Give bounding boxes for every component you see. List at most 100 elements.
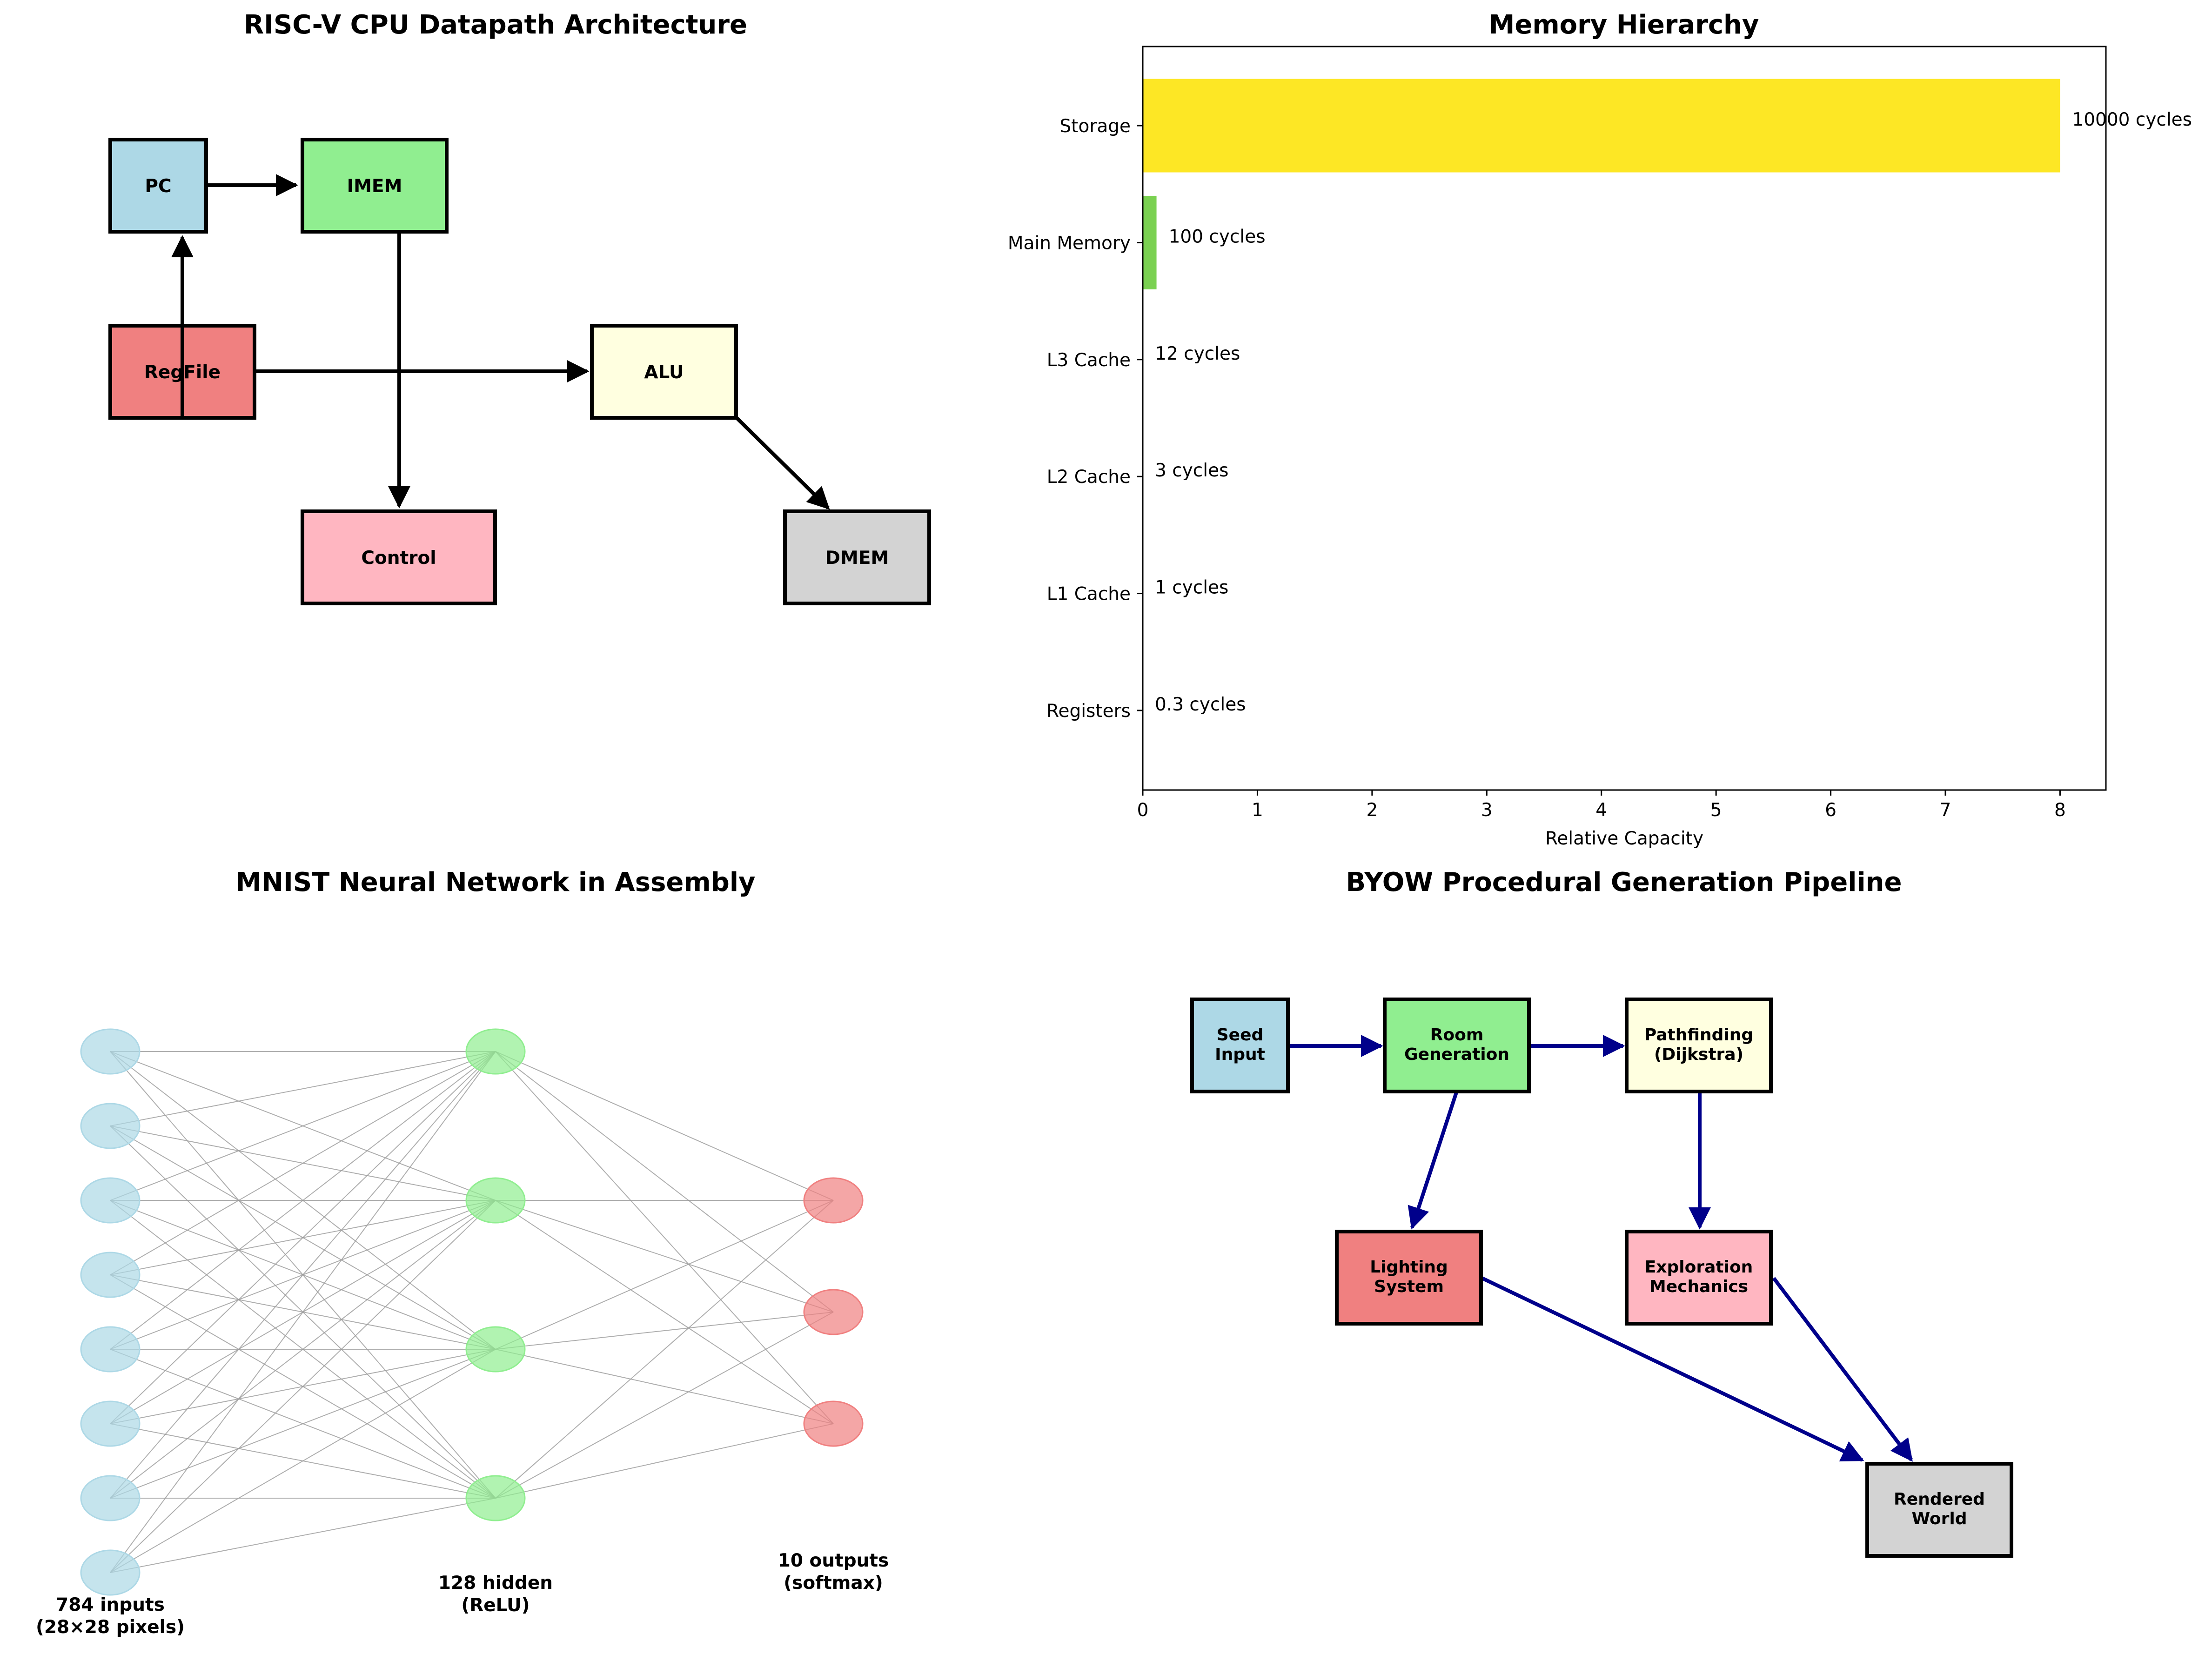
hidden-neuron [465,1326,526,1373]
y-tick-label: Storage [1059,116,1131,137]
bar-main-memory [1143,195,1157,289]
lighting-label: Lighting [1370,1258,1448,1277]
neural-network-title: MNIST Neural Network in Assembly [235,867,755,897]
input-neuron [80,1028,141,1075]
path-label: Pathfinding [1644,1025,1753,1045]
input-neuron [80,1252,141,1298]
y-tick-label: L1 Cache [1047,584,1131,605]
nn-connection [495,1051,834,1313]
alu-block: ALU [590,324,738,420]
nn-connection [495,1200,834,1499]
x-tick-label: 3 [1481,800,1493,821]
x-tick-label: 5 [1710,800,1722,821]
path-sublabel: (Dijkstra) [1654,1045,1743,1064]
arrow-alu-to-dmem [734,415,830,510]
nn-connection [110,1349,496,1499]
arrow-lighting-to-render [1481,1276,1864,1462]
dmem-block: DMEM [783,509,931,605]
lighting-system-stage: Lighting System [1335,1230,1483,1326]
seed-input-stage: Seed Input [1190,998,1290,1093]
output-neuron [803,1289,864,1335]
control-block: Control [301,509,497,605]
room-generation-stage: Room Generation [1383,998,1531,1093]
data-label: 3 cycles [1155,460,1228,481]
pathfinding-stage: Pathfinding (Dijkstra) [1625,998,1773,1093]
room-label: Room [1430,1025,1484,1045]
render-label: Rendered [1894,1490,1985,1509]
hidden-neuron [465,1475,526,1521]
output-neuron [803,1400,864,1447]
input-neuron [80,1177,141,1224]
lighting-sublabel: System [1374,1277,1444,1296]
memory-hierarchy-chart: Memory Hierarchy Registers L1 Cache L2 Cac… [1008,10,2192,849]
byow-pipeline-panel: BYOW Procedural Generation Pipeline Seed… [1190,867,2013,1558]
seed-sublabel: Input [1215,1045,1265,1064]
x-tick-label: 0 [1137,800,1149,821]
input-neuron [80,1326,141,1373]
nn-connection [495,1200,834,1313]
nn-connection [110,1051,496,1350]
cpu-datapath-title: RISC-V CPU Datapath Architecture [244,10,747,40]
alu-label: ALU [644,362,684,383]
nn-connection [495,1423,834,1499]
bar-storage [1143,79,2060,173]
exploration-label: Exploration [1645,1258,1753,1277]
hidden-neuron [465,1028,526,1075]
nn-connection [495,1200,834,1350]
x-tick-label: 7 [1940,800,1951,821]
plot-frame [1142,46,2107,791]
output-layer-sublabel: (softmax) [784,1573,883,1594]
exploration-mechanics-stage: Exploration Mechanics [1625,1230,1773,1326]
x-tick-label: 1 [1252,800,1263,821]
dmem-label: DMEM [825,548,889,569]
rendered-world-stage: Rendered World [1865,1462,2013,1558]
nn-neurons [80,1028,864,1596]
data-label: 100 cycles [1169,226,1266,247]
y-tick-label: L2 Cache [1047,467,1131,488]
x-tick-label: 4 [1595,800,1607,821]
data-label: 0.3 cycles [1155,694,1246,715]
nn-connection [495,1312,834,1350]
input-neuron [80,1103,141,1149]
pc-block: PC [108,138,208,234]
nn-connection [110,1051,496,1126]
x-tick-label: 6 [1825,800,1837,821]
nn-connection [110,1051,496,1499]
x-ticks: 0 1 2 3 4 5 6 7 8 [1137,790,2066,821]
y-tick-label: L3 Cache [1047,350,1131,371]
nn-connection [110,1498,496,1573]
output-layer-label: 10 outputs [778,1550,889,1571]
nn-connection [495,1051,834,1424]
neural-network-panel: MNIST Neural Network in Assembly 784 inp… [36,867,889,1638]
data-label: 1 cycles [1155,577,1228,598]
byow-pipeline-title: BYOW Procedural Generation Pipeline [1346,867,1902,897]
x-tick-label: 2 [1366,800,1378,821]
output-neuron [803,1177,864,1224]
x-tick-label: 8 [2054,800,2066,821]
input-neuron [80,1549,141,1596]
hidden-layer-label: 128 hidden [438,1573,553,1594]
input-neuron [80,1400,141,1447]
room-sublabel: Generation [1404,1045,1509,1064]
nn-connection [110,1349,496,1573]
nn-connection [110,1200,496,1573]
nn-connection [110,1200,496,1499]
nn-connection [110,1051,496,1424]
y-tick-label: Main Memory [1008,233,1131,254]
y-tick-label: Registers [1046,701,1131,722]
chart-title: Memory Hierarchy [1489,10,1759,40]
input-layer-label: 784 inputs [56,1594,165,1615]
nn-connection [495,1312,834,1499]
nn-connection [495,1349,834,1424]
y-ticks: Registers L1 Cache L2 Cache L3 Cache Main Me… [1008,116,1143,722]
imem-block: IMEM [301,138,449,234]
control-label: Control [361,548,436,569]
x-axis-label: Relative Capacity [1545,828,1703,849]
nn-connection [110,1051,496,1201]
arrow-room-to-lighting [1408,1092,1458,1230]
render-sublabel: World [1911,1509,1967,1528]
data-label: 12 cycles [1155,343,1240,364]
pc-label: PC [145,176,171,197]
seed-label: Seed [1217,1025,1264,1045]
